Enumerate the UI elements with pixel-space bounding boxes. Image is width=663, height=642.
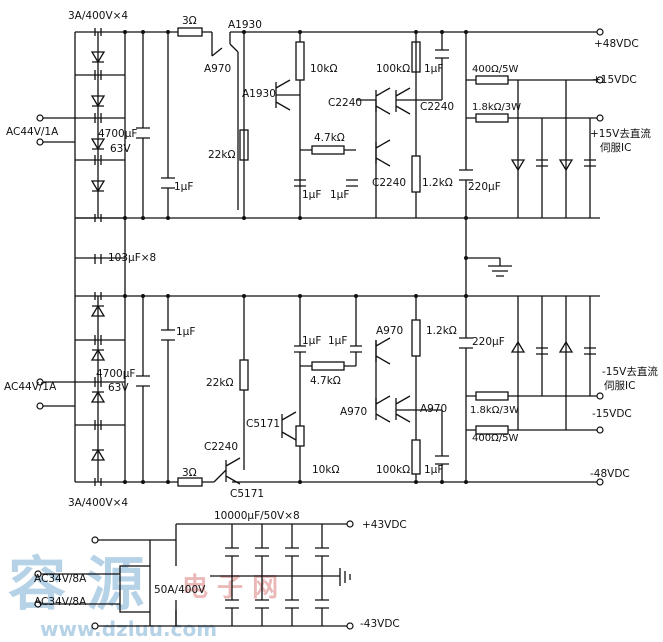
label-r22k-top: 22kΩ <box>208 149 235 161</box>
label-bridge50a: 50A/400V <box>154 584 206 596</box>
label-r12k-bot: 1.2kΩ <box>426 325 457 337</box>
label-r47k-bot: 4.7kΩ <box>310 375 341 387</box>
label-c1u-bot-left: 1μF <box>176 326 195 338</box>
label-q-c2240-a: C2240 <box>328 97 362 109</box>
label-r12k-top: 1.2kΩ <box>422 177 453 189</box>
label-r3-top: 3Ω <box>182 15 197 27</box>
label-v-m48: -48VDC <box>590 468 630 480</box>
label-q-a970-a: A970 <box>376 325 403 337</box>
watermark-url: www.dzluu.com <box>40 617 217 641</box>
label-q-a970-c: A970 <box>420 403 447 415</box>
label-r10k-bot: 10kΩ <box>312 464 339 476</box>
label-servo-top-2: 伺服IC <box>600 141 631 154</box>
label-servo-bot-2: 伺服IC <box>604 379 635 392</box>
label-fuse-bottom: 3A/400V×4 <box>68 497 128 509</box>
label-cap103: 103μF×8 <box>108 252 156 264</box>
label-ac34-a: AC34V/8A <box>34 573 87 585</box>
label-servo-bot-1: -15V去直流 <box>602 365 658 378</box>
label-v-p15: +15VDC <box>592 74 637 86</box>
label-q-a1930-mid: A1930 <box>242 88 276 100</box>
label-cap4700-top-2: 63V <box>110 143 131 155</box>
label-cap4700-bot-2: 63V <box>108 382 129 394</box>
label-c1u-bot-a: 1μF <box>302 335 321 347</box>
label-r10k-top: 10kΩ <box>310 63 337 75</box>
label-q-c5171-b: C5171 <box>230 488 264 500</box>
label-q-a970-b: A970 <box>340 406 367 418</box>
label-cap4700-bot-1: 4700μF <box>96 368 135 380</box>
label-q-c2240-b: C2240 <box>420 101 454 113</box>
label-r3-bot: 3Ω <box>182 467 197 479</box>
label-c1u-top-a: 1μF <box>302 189 321 201</box>
top-terminals <box>36 28 604 146</box>
label-q-a1930-top: A1930 <box>228 19 262 31</box>
label-c1u-top-b: 1μF <box>330 189 349 201</box>
label-c1u-top-left: 1μF <box>174 181 193 193</box>
label-q-a970-top: A970 <box>204 63 231 75</box>
label-r100k-bot: 100kΩ <box>376 464 410 476</box>
watermark-main: 容 源 <box>8 550 144 618</box>
label-c1u-bot-right: 1μF <box>424 464 443 476</box>
label-c220-bot: 220μF <box>472 336 505 348</box>
label-cap4700-top-1: 4700μF <box>98 128 137 140</box>
top-components <box>90 27 596 222</box>
label-r18k-bot: 1.8kΩ/3W <box>470 405 519 416</box>
label-c1u-top-right: 1μF <box>424 63 443 75</box>
label-r18k-top: 1.8kΩ/3W <box>472 102 521 113</box>
label-v-p48: +48VDC <box>594 38 639 50</box>
psu-43v-section <box>34 520 354 630</box>
ground-symbol <box>464 256 512 277</box>
label-cap10000: 10000μF/50V×8 <box>214 510 300 522</box>
label-v-p43: +43VDC <box>362 519 407 531</box>
label-r100k-top: 100kΩ <box>376 63 410 75</box>
label-servo-top-1: +15V去直流 <box>590 127 651 140</box>
label-ac-in-bot: AC44V/1A <box>4 381 57 393</box>
label-v-m43: -43VDC <box>360 618 400 630</box>
label-v-m15: -15VDC <box>592 408 632 420</box>
label-r22k-bot: 22kΩ <box>206 377 233 389</box>
label-ac-in-top: AC44V/1A <box>6 126 59 138</box>
label-r400-bot: 400Ω/5W <box>472 433 518 444</box>
bottom-components <box>74 218 596 487</box>
label-r47k-top: 4.7kΩ <box>314 132 345 144</box>
label-q-c5171-a: C5171 <box>246 418 280 430</box>
labels: 3A/400V×4 3Ω A1930 A970 A1930 10kΩ 100kΩ… <box>4 10 658 630</box>
label-c220-top: 220μF <box>468 181 501 193</box>
label-q-c2240-d: C2240 <box>204 441 238 453</box>
bottom-terminals <box>36 378 604 486</box>
label-ac34-b: AC34V/8A <box>34 596 87 608</box>
label-c1u-bot-b: 1μF <box>328 335 347 347</box>
label-r400-top: 400Ω/5W <box>472 64 518 75</box>
label-fuse-top: 3A/400V×4 <box>68 10 128 22</box>
label-q-c2240-c: C2240 <box>372 177 406 189</box>
bottom-wiring <box>42 258 600 483</box>
